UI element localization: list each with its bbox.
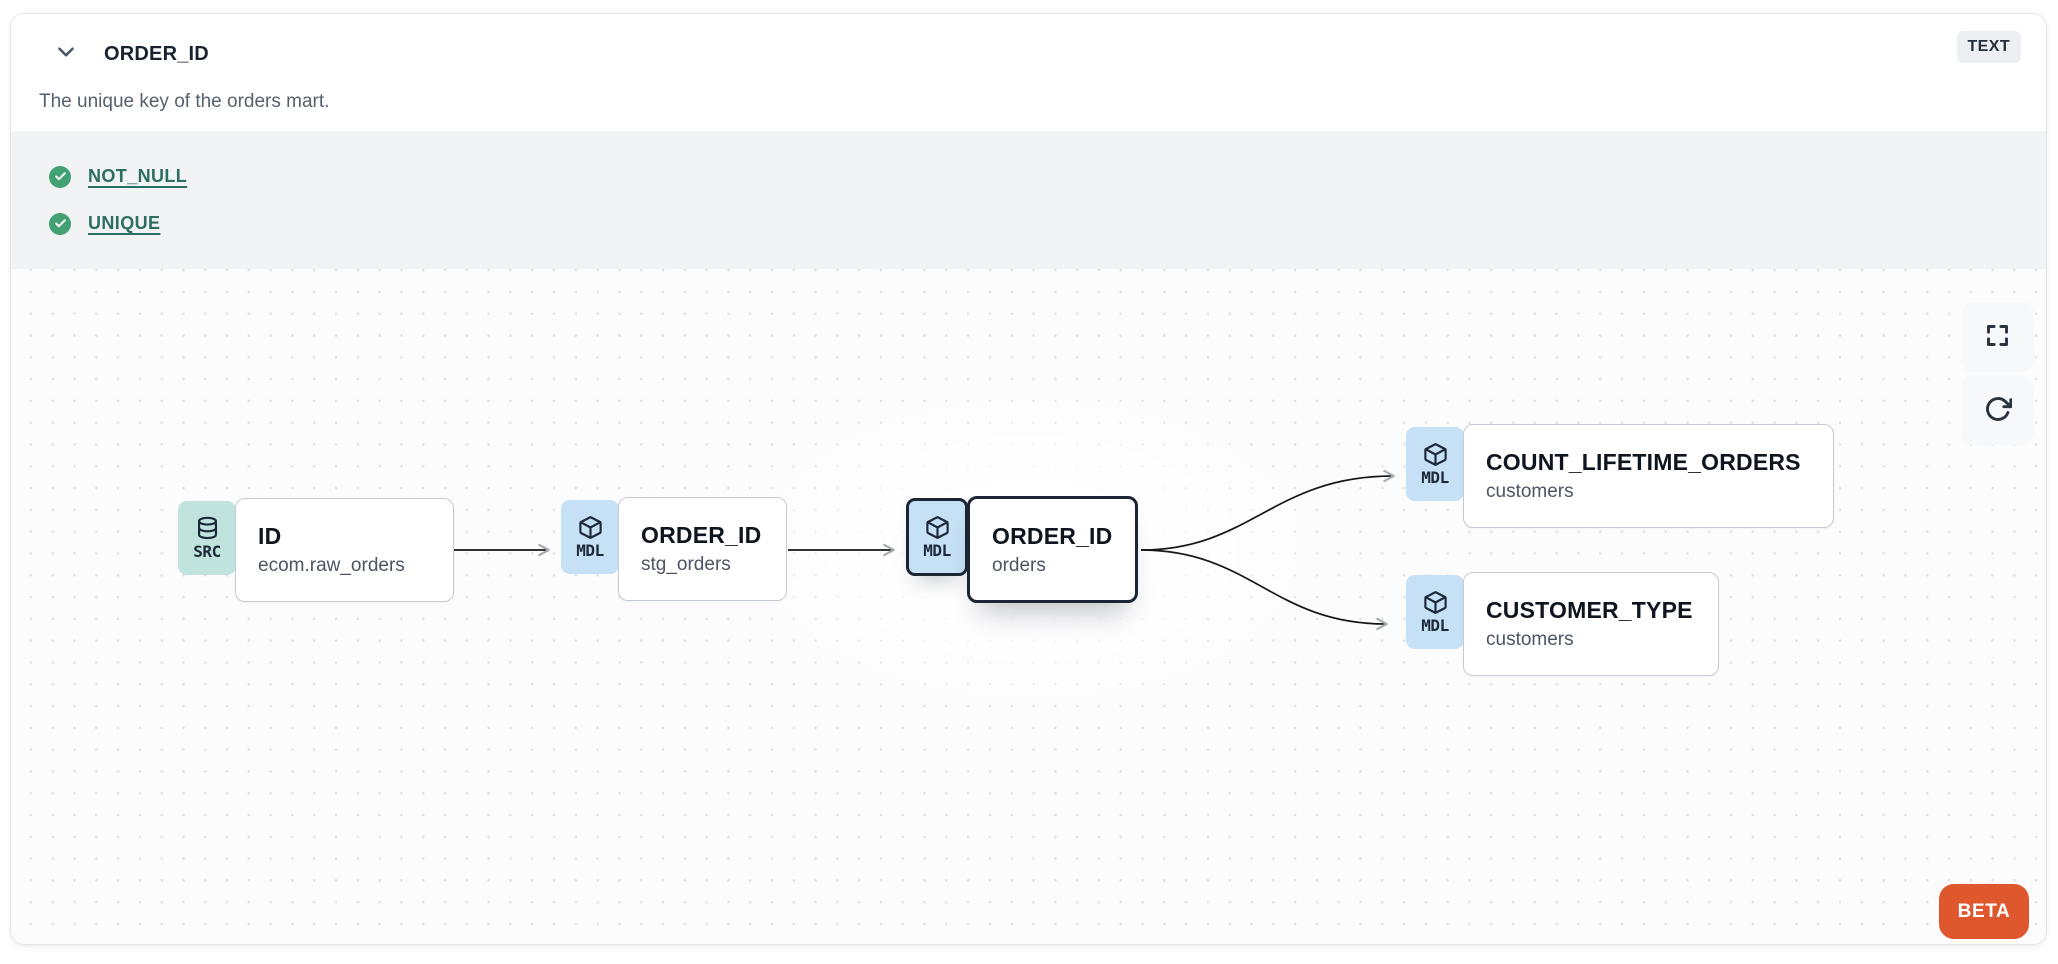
column-type-badge: TEXT — [1956, 31, 2021, 63]
header: ORDER_ID TEXT The unique key of the orde… — [11, 14, 2046, 131]
node-kind-label: SRC — [193, 542, 221, 561]
node-card[interactable]: ORDER_ID stg_orders — [618, 497, 787, 601]
node-subtitle: orders — [992, 554, 1046, 576]
edge-orders-to-count — [1140, 469, 1395, 551]
chevron-down-icon — [53, 39, 79, 68]
node-card[interactable]: ORDER_ID orders — [967, 496, 1138, 603]
cube-icon — [924, 514, 951, 541]
test-row: UNIQUE — [49, 212, 2046, 235]
node-title: ID — [258, 523, 282, 549]
node-kind-badge[interactable]: MDL — [1406, 575, 1464, 649]
node-subtitle: ecom.raw_orders — [258, 555, 405, 576]
fullscreen-icon — [1984, 322, 2011, 352]
test-link-unique[interactable]: UNIQUE — [88, 213, 161, 233]
test-row: NOT_NULL — [49, 165, 2046, 188]
edge-orders-to-ctype — [1140, 549, 1388, 631]
refresh-icon — [1984, 395, 2012, 426]
node-title: CUSTOMER_TYPE — [1486, 597, 1693, 623]
lineage-canvas[interactable]: SRC ID ecom.raw_orders MDL ORDER_ID stg_… — [11, 269, 2046, 944]
node-kind-badge[interactable]: MDL — [906, 498, 968, 576]
tests-section: NOT_NULL UNIQUE — [11, 131, 2046, 269]
node-kind-label: MDL — [576, 541, 604, 560]
beta-badge: BETA — [1939, 884, 2029, 939]
refresh-button[interactable] — [1961, 375, 2034, 445]
column-details-panel: ORDER_ID TEXT The unique key of the orde… — [10, 13, 2047, 945]
node-kind-badge[interactable]: MDL — [1406, 427, 1464, 501]
check-circle-icon — [49, 165, 71, 188]
node-subtitle: customers — [1486, 481, 1574, 502]
collapse-button[interactable] — [49, 36, 83, 70]
test-link-not-null[interactable]: NOT_NULL — [88, 166, 188, 186]
column-description: The unique key of the orders mart. — [39, 91, 330, 112]
node-card[interactable]: CUSTOMER_TYPE customers — [1463, 572, 1719, 676]
fullscreen-button[interactable] — [1961, 302, 2034, 372]
lineage-edges — [454, 469, 1395, 631]
column-title: ORDER_ID — [104, 43, 209, 65]
node-card[interactable]: ID ecom.raw_orders — [235, 498, 454, 602]
cube-icon — [577, 514, 604, 541]
check-circle-icon — [49, 212, 71, 235]
node-kind-badge[interactable]: SRC — [178, 501, 236, 575]
cube-icon — [1422, 441, 1449, 468]
node-title: COUNT_LIFETIME_ORDERS — [1486, 449, 1801, 475]
node-subtitle: stg_orders — [641, 554, 731, 575]
node-subtitle: customers — [1486, 629, 1574, 650]
node-card[interactable]: COUNT_LIFETIME_ORDERS customers — [1463, 424, 1834, 528]
node-kind-label: MDL — [1421, 468, 1449, 487]
node-title: ORDER_ID — [992, 522, 1113, 549]
database-icon — [194, 515, 221, 542]
node-kind-label: MDL — [1421, 616, 1449, 635]
node-kind-badge[interactable]: MDL — [561, 500, 619, 574]
node-kind-label: MDL — [923, 541, 951, 560]
node-title: ORDER_ID — [641, 522, 762, 548]
cube-icon — [1422, 589, 1449, 616]
